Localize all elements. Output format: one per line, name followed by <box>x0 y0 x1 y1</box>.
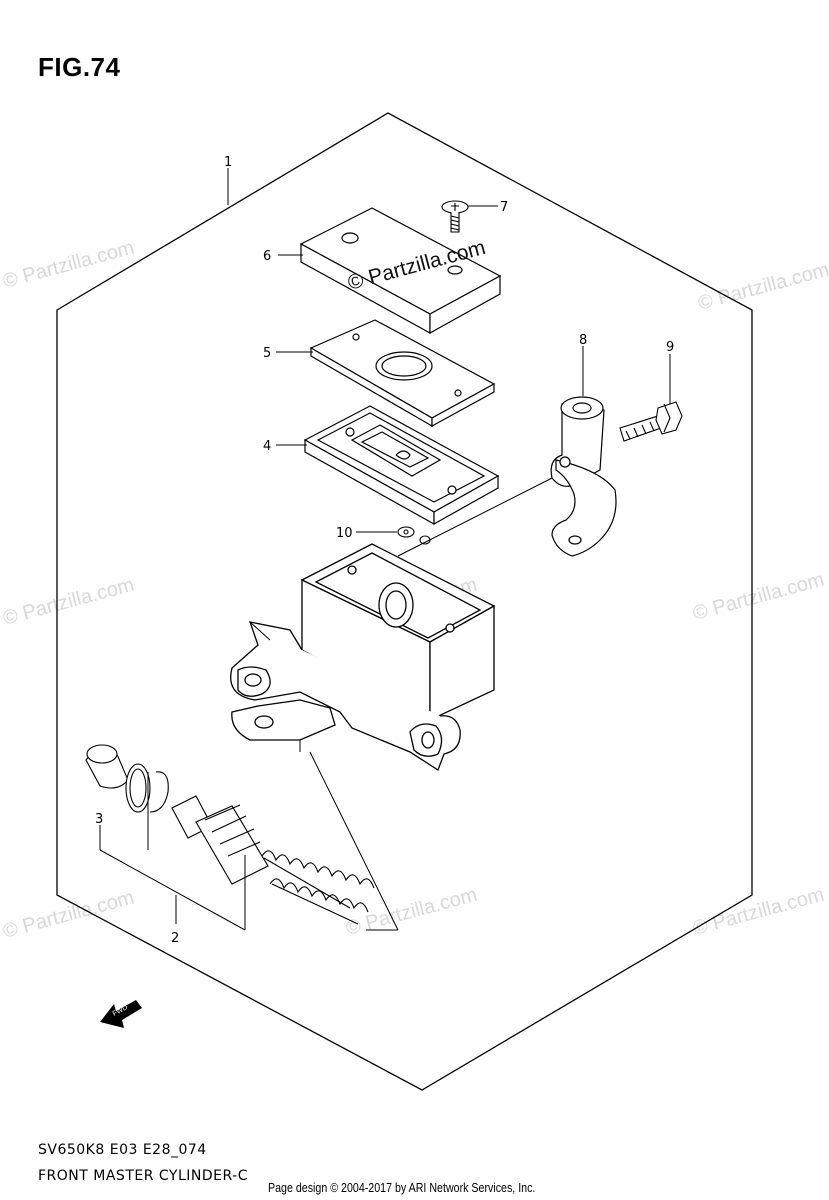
assembly-axis-line <box>397 473 561 557</box>
watermark-text: © Partzilla.com <box>691 569 827 625</box>
watermark-text: © Partzilla.com <box>1 237 137 293</box>
callout-10: 10 <box>336 526 353 541</box>
piston-assembly <box>85 744 375 925</box>
callout-9: 9 <box>666 340 674 355</box>
callout-1: 1 <box>224 155 232 170</box>
diaphragm-plate <box>309 319 496 428</box>
callout-7: 7 <box>500 200 508 215</box>
model-code: SV650K8 E03 E28_074 <box>38 1142 207 1158</box>
kit-boundary <box>56 112 753 1091</box>
callout-8: 8 <box>579 333 587 348</box>
copyright-credit: Page design © 2004-2017 by ARI Network S… <box>268 1180 536 1195</box>
watermark-text: © Partzilla.com <box>1 887 137 943</box>
callout-4: 4 <box>263 439 271 454</box>
callout-2: 2 <box>171 931 179 946</box>
reservoir-cap <box>299 207 502 335</box>
clamp-bolt <box>619 401 683 442</box>
kit-bracket <box>99 772 246 931</box>
watermark-text: © Partzilla.com <box>1 574 137 630</box>
forward-direction-arrow: FWD <box>100 1000 142 1028</box>
small-clip <box>397 526 431 545</box>
cap-screw <box>441 200 469 233</box>
figure-title: FIG.74 <box>38 52 121 82</box>
watermark-text: © Partzilla.com <box>696 259 829 315</box>
part-name: FRONT MASTER CYLINDER-C <box>38 1168 248 1184</box>
callout-5: 5 <box>263 346 271 361</box>
watermark-text: © Partzilla.com <box>691 884 827 940</box>
assembly-guide-line <box>249 621 399 931</box>
diaphragm-boot <box>303 405 500 526</box>
watermark-text: © Partzilla.com <box>344 884 480 940</box>
handlebar-clamp <box>550 396 617 557</box>
master-cylinder-body <box>230 543 496 771</box>
callout-3: 3 <box>95 812 103 827</box>
callout-6: 6 <box>263 249 271 264</box>
